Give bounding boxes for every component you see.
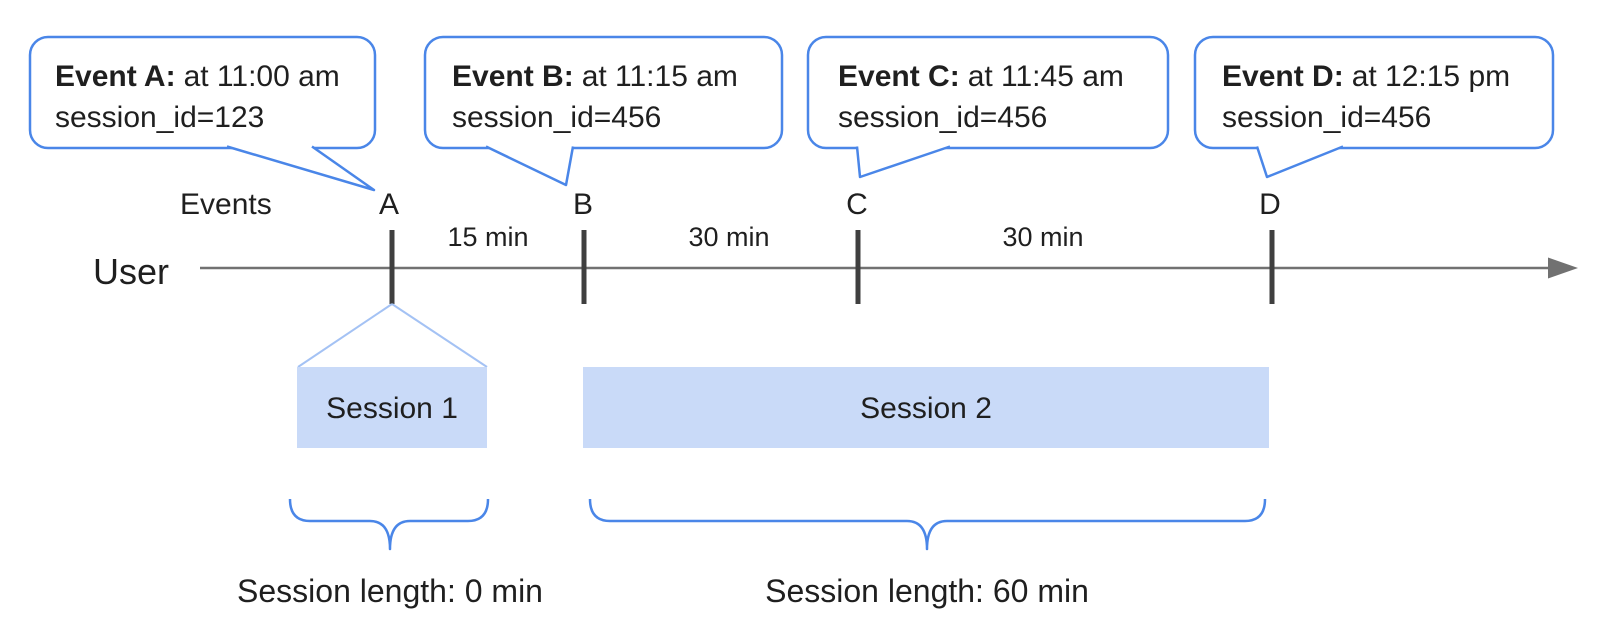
speech-bubble-tail-icon (1255, 145, 1344, 179)
bubble-b-session-id: session_id=456 (452, 101, 661, 134)
speech-bubble-tail-icon (855, 145, 951, 179)
bubble-c-time: at 11:45 am (968, 60, 1124, 93)
bubble-d-title: Event D: (1222, 60, 1344, 93)
bubble-c-title: Event C: (838, 60, 960, 93)
bubble-b-time: at 11:15 am (582, 60, 738, 93)
speech-bubble-event-c: Event C:at 11:45 am session_id=456 (806, 35, 1170, 179)
speech-bubble-tail-icon (485, 145, 575, 187)
event-marker-d: D (1259, 188, 1281, 221)
session-2-label: Session 2 (860, 392, 992, 425)
session-2-brace-icon (588, 498, 1267, 551)
bubble-a-session-id: session_id=123 (55, 101, 264, 134)
bubble-a-time: at 11:00 am (184, 60, 340, 93)
interval-label-b-c: 30 min (688, 222, 769, 252)
interval-label-a-b: 15 min (447, 222, 528, 252)
bubble-b-line1: Event B:at 11:15 am (452, 60, 738, 93)
bubble-a-line1: Event A:at 11:00 am (55, 60, 340, 93)
speech-bubble-event-d: Event D:at 12:15 pm session_id=456 (1193, 35, 1555, 179)
session-1-brace-icon (288, 498, 490, 551)
speech-bubble-event-b: Event B:at 11:15 am session_id=456 (423, 35, 784, 187)
speech-bubble-box (423, 35, 784, 150)
interval-label-c-d: 30 min (1002, 222, 1083, 252)
session-2-length-label: Session length: 60 min (765, 573, 1089, 609)
bubble-d-time: at 12:15 pm (1352, 60, 1510, 93)
session-1-label: Session 1 (326, 392, 458, 425)
user-axis-label: User (93, 251, 169, 292)
bubble-d-line1: Event D:at 12:15 pm (1222, 60, 1510, 93)
speech-bubble-box (28, 35, 377, 150)
bubble-a-title: Event A: (55, 60, 176, 93)
arrowhead-icon (1548, 257, 1578, 279)
session-1-bar (297, 367, 487, 448)
bubble-c-line1: Event C:at 11:45 am (838, 60, 1124, 93)
funnel-line-left (297, 303, 393, 368)
speech-bubble-tail-icon (226, 145, 376, 192)
event-marker-c: C (846, 188, 868, 221)
session-1-length-label: Session length: 0 min (237, 573, 543, 609)
bubble-c-session-id: session_id=456 (838, 101, 1047, 134)
funnel-line-right (391, 303, 488, 368)
event-marker-b: B (573, 188, 593, 221)
bubble-d-session-id: session_id=456 (1222, 101, 1431, 134)
events-row-label: Events (180, 188, 272, 221)
event-marker-a: A (379, 188, 399, 221)
bubble-b-title: Event B: (452, 60, 574, 93)
speech-bubble-event-a: Event A:at 11:00 am session_id=123 (28, 35, 377, 192)
speech-bubble-box (1193, 35, 1555, 150)
session-2-bar (583, 367, 1269, 448)
speech-bubble-box (806, 35, 1170, 150)
